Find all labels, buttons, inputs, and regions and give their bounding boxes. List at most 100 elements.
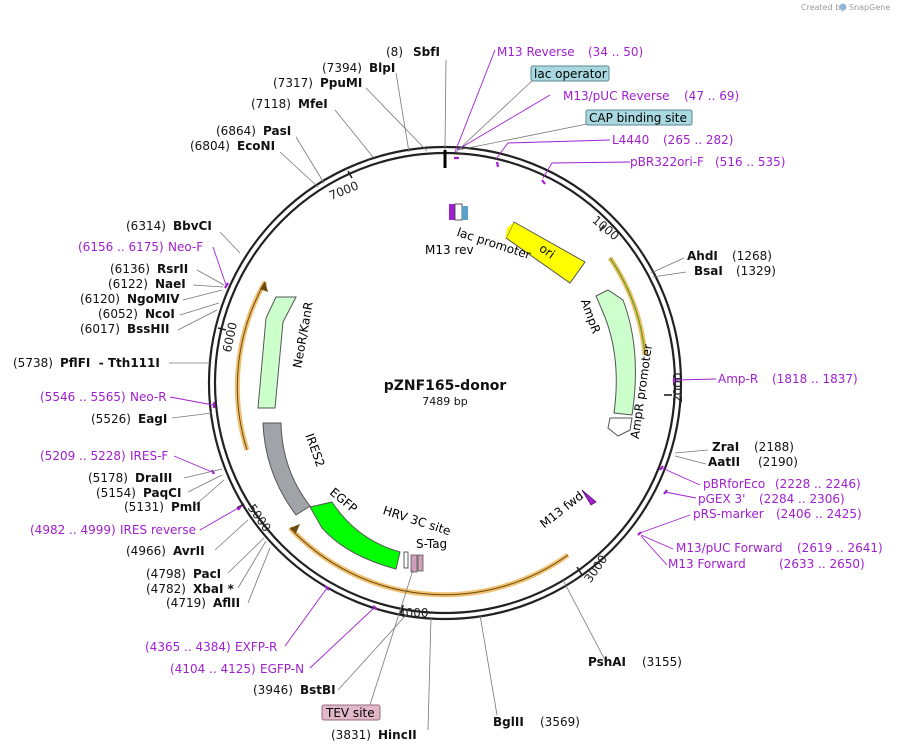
enzyme-name: NcoI xyxy=(145,307,175,321)
ampr-feature[interactable] xyxy=(595,289,636,416)
enzyme-pos: (7118) xyxy=(251,97,291,111)
enzyme-name: XbaI * xyxy=(193,582,235,596)
enzyme-name: PflFI - Tth111I xyxy=(60,356,160,370)
enzyme-pos: (3569) xyxy=(540,715,580,729)
primer-name: Amp-R xyxy=(718,372,758,386)
ampr-promoter-feature[interactable] xyxy=(607,417,633,437)
enzyme-pos: (4719) xyxy=(166,596,206,610)
credit-text: Created by xyxy=(801,3,845,12)
enzyme-name: AatII xyxy=(708,455,740,469)
plasmid-name: pZNF165-donor xyxy=(384,378,507,394)
orf-arc-bottom xyxy=(288,524,570,598)
primer-name: EGFP-N xyxy=(260,662,304,676)
enzyme-pos: (4966) xyxy=(126,544,166,558)
tick-5000: 5000 xyxy=(245,501,274,534)
cap-site-label: CAP binding site xyxy=(589,111,687,125)
m13-rev-label: M13 rev xyxy=(425,243,474,257)
enzyme-name: MfeI xyxy=(298,97,328,111)
enzyme-name: BglII xyxy=(493,715,524,729)
tev-site-box[interactable]: TEV site xyxy=(321,704,381,721)
primer-range: (516 .. 535) xyxy=(715,155,785,169)
primer-range: (4365 .. 4384) xyxy=(145,640,231,654)
primer-range: (5209 .. 5228) xyxy=(40,449,126,463)
enzyme-pos: (4798) xyxy=(146,567,186,581)
enzyme-pos: (6122) xyxy=(108,277,148,291)
primer-name: EXFP-R xyxy=(235,640,277,654)
enzyme-name: HincII xyxy=(378,728,417,742)
ires2-label: IRES2 xyxy=(302,432,327,469)
enzyme-name: SbfI xyxy=(413,45,440,59)
primer-name: pBR322ori-F xyxy=(630,155,704,169)
enzyme-pos: (1329) xyxy=(736,264,776,278)
primer-leaders xyxy=(169,49,717,669)
tev-site-label: TEV site xyxy=(325,706,375,720)
m13-fwd-label: M13 fwd xyxy=(537,489,586,531)
enzyme-name: BlpI xyxy=(369,61,395,75)
orf-arc-right xyxy=(607,256,648,356)
enzyme-name: PasI xyxy=(263,124,291,138)
primer-name: pBRforEco xyxy=(703,477,765,491)
primer-range: (47 .. 69) xyxy=(684,89,739,103)
enzyme-pos: (8) xyxy=(386,45,403,59)
enzyme-name: PshAI xyxy=(588,655,626,669)
enzyme-pos: (3946) xyxy=(253,683,293,697)
enzyme-pos: (5738) xyxy=(13,356,53,370)
tick-marks xyxy=(217,170,672,615)
primer-range: (6156 .. 6175) xyxy=(78,240,164,254)
lac-operator-box[interactable]: lac operator xyxy=(530,65,610,82)
neor-feature[interactable] xyxy=(257,296,297,409)
tick-3000: 3000 xyxy=(581,552,610,585)
primer-name: M13/pUC Forward xyxy=(676,541,783,555)
enzyme-pos: (3831) xyxy=(331,728,371,742)
primer-range: (1818 .. 1837) xyxy=(772,372,858,386)
egfp-feature[interactable] xyxy=(309,501,401,570)
enzyme-name: AflII xyxy=(213,596,240,610)
ires2-feature[interactable] xyxy=(262,422,311,516)
hrv-stag-feature[interactable] xyxy=(403,551,424,573)
primer-name: M13 Forward xyxy=(668,557,746,571)
primer-labels: M13 Reverse (34 .. 50) M13/pUC Reverse (… xyxy=(30,45,883,676)
enzyme-pos: (1268) xyxy=(732,249,772,263)
primer-range: (2619 .. 2641) xyxy=(797,541,883,555)
enzyme-pos: (6314) xyxy=(126,219,166,233)
tick-6000: 6000 xyxy=(220,321,240,354)
primer-range: (34 .. 50) xyxy=(588,45,643,59)
enzyme-name: ZraI xyxy=(712,440,739,454)
enzyme-name: EagI xyxy=(138,412,167,426)
snapgene-logo-icon xyxy=(839,3,847,11)
enzyme-name: PacI xyxy=(193,567,221,581)
primer-range: (2406 .. 2425) xyxy=(776,507,862,521)
enzyme-name: AhdI xyxy=(687,249,718,263)
enzyme-pos: (7394) xyxy=(322,61,362,75)
cap-site-box[interactable]: CAP binding site xyxy=(585,109,693,126)
enzyme-pos: (5526) xyxy=(91,412,131,426)
enzyme-name: PpuMI xyxy=(320,76,362,90)
enzyme-pos: (2190) xyxy=(758,455,798,469)
lac-promoter-feature[interactable] xyxy=(449,203,468,221)
enzyme-labels: (8) SbfI (7394) BlpI (7317) PpuMI (7118)… xyxy=(13,45,798,742)
tick-2000: 2000 xyxy=(671,372,685,403)
primer-name: Neo-R xyxy=(130,390,167,404)
enzyme-pos: (6804) xyxy=(190,139,230,153)
neor-label: NeoR/KanR xyxy=(290,301,315,369)
enzyme-name: BssHII xyxy=(127,322,169,336)
primer-name: M13/pUC Reverse xyxy=(563,89,670,103)
primer-range: (2284 .. 2306) xyxy=(759,492,845,506)
enzyme-pos: (6864) xyxy=(216,124,256,138)
orf-arc-left xyxy=(234,280,268,451)
enzyme-pos: (6017) xyxy=(80,322,120,336)
primer-name: IRES reverse xyxy=(120,523,196,537)
brand-text: SnapGene xyxy=(849,3,890,12)
enzyme-name: AvrII xyxy=(173,544,205,558)
primer-name: pRS-marker xyxy=(693,507,764,521)
m13-fwd-feature[interactable] xyxy=(581,489,597,506)
enzyme-pos: (7317) xyxy=(273,76,313,90)
primer-range: (5546 .. 5565) xyxy=(40,390,126,404)
ori-feature[interactable] xyxy=(505,221,586,284)
enzyme-leaders xyxy=(169,59,709,731)
feature-box-leaders xyxy=(369,79,588,706)
primer-range: (2633 .. 2650) xyxy=(779,557,865,571)
enzyme-name: EcoNI xyxy=(237,139,275,153)
primer-markers xyxy=(211,156,676,610)
primer-range: (2228 .. 2246) xyxy=(775,477,861,491)
